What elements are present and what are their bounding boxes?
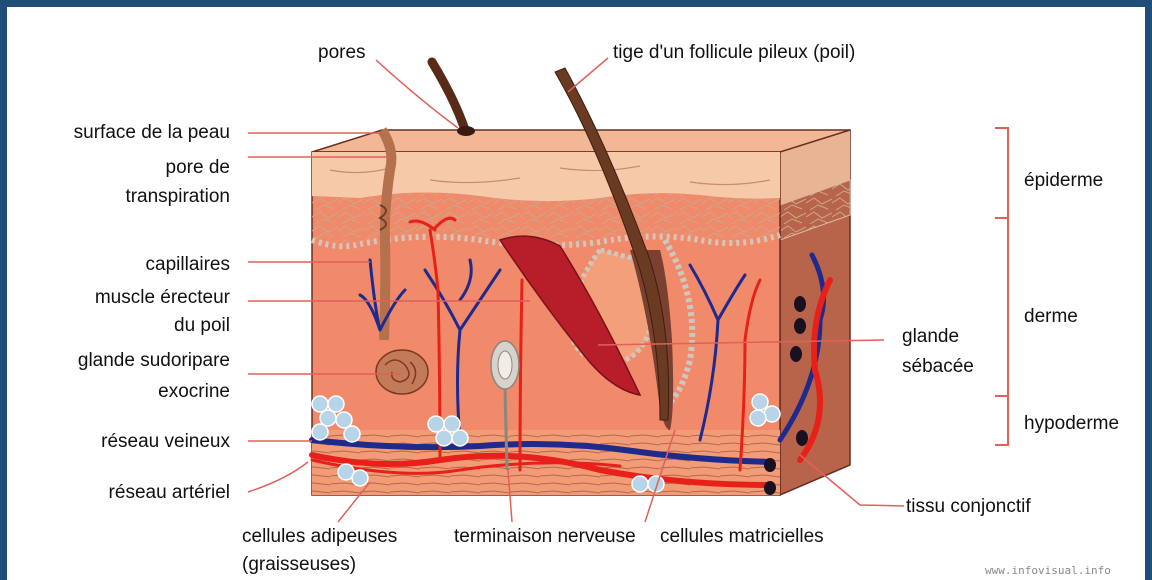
source-credit: www.infovisual.info [985, 564, 1111, 577]
label-sweat-gland-line2: exocrine [20, 377, 230, 406]
label-sweat-pore-line2: transpiration [20, 182, 230, 211]
label-matrix-cells: cellules matricielles [660, 522, 824, 551]
label-arrector-muscle-line1: muscle érecteur [20, 283, 230, 312]
label-sweat-gland-line1: glande sudoripare [20, 346, 230, 375]
label-sebaceous-gland-line1: glande [902, 322, 959, 351]
label-venous-network: réseau veineux [20, 427, 230, 456]
label-dermis: derme [1024, 302, 1078, 331]
label-capillaries: capillaires [20, 250, 230, 279]
label-arrector-muscle-line2: du poil [20, 311, 230, 340]
label-hypodermis: hypoderme [1024, 409, 1119, 438]
label-sweat-pore-line1: pore de [20, 153, 230, 182]
label-skin-surface: surface de la peau [20, 118, 230, 147]
label-sebaceous-gland-line2: sébacée [902, 352, 974, 381]
label-fat-cells-line2: (graisseuses) [242, 550, 356, 579]
layer-brackets [995, 128, 1008, 445]
label-nerve-ending: terminaison nerveuse [454, 522, 636, 551]
label-connective-tissue: tissu conjonctif [906, 492, 1031, 521]
label-hair-shaft: tige d'un follicule pileux (poil) [613, 38, 855, 67]
label-arterial-network: réseau artériel [20, 478, 230, 507]
label-fat-cells-line1: cellules adipeuses [242, 522, 397, 551]
label-pores: pores [318, 38, 366, 67]
label-epidermis: épiderme [1024, 166, 1103, 195]
